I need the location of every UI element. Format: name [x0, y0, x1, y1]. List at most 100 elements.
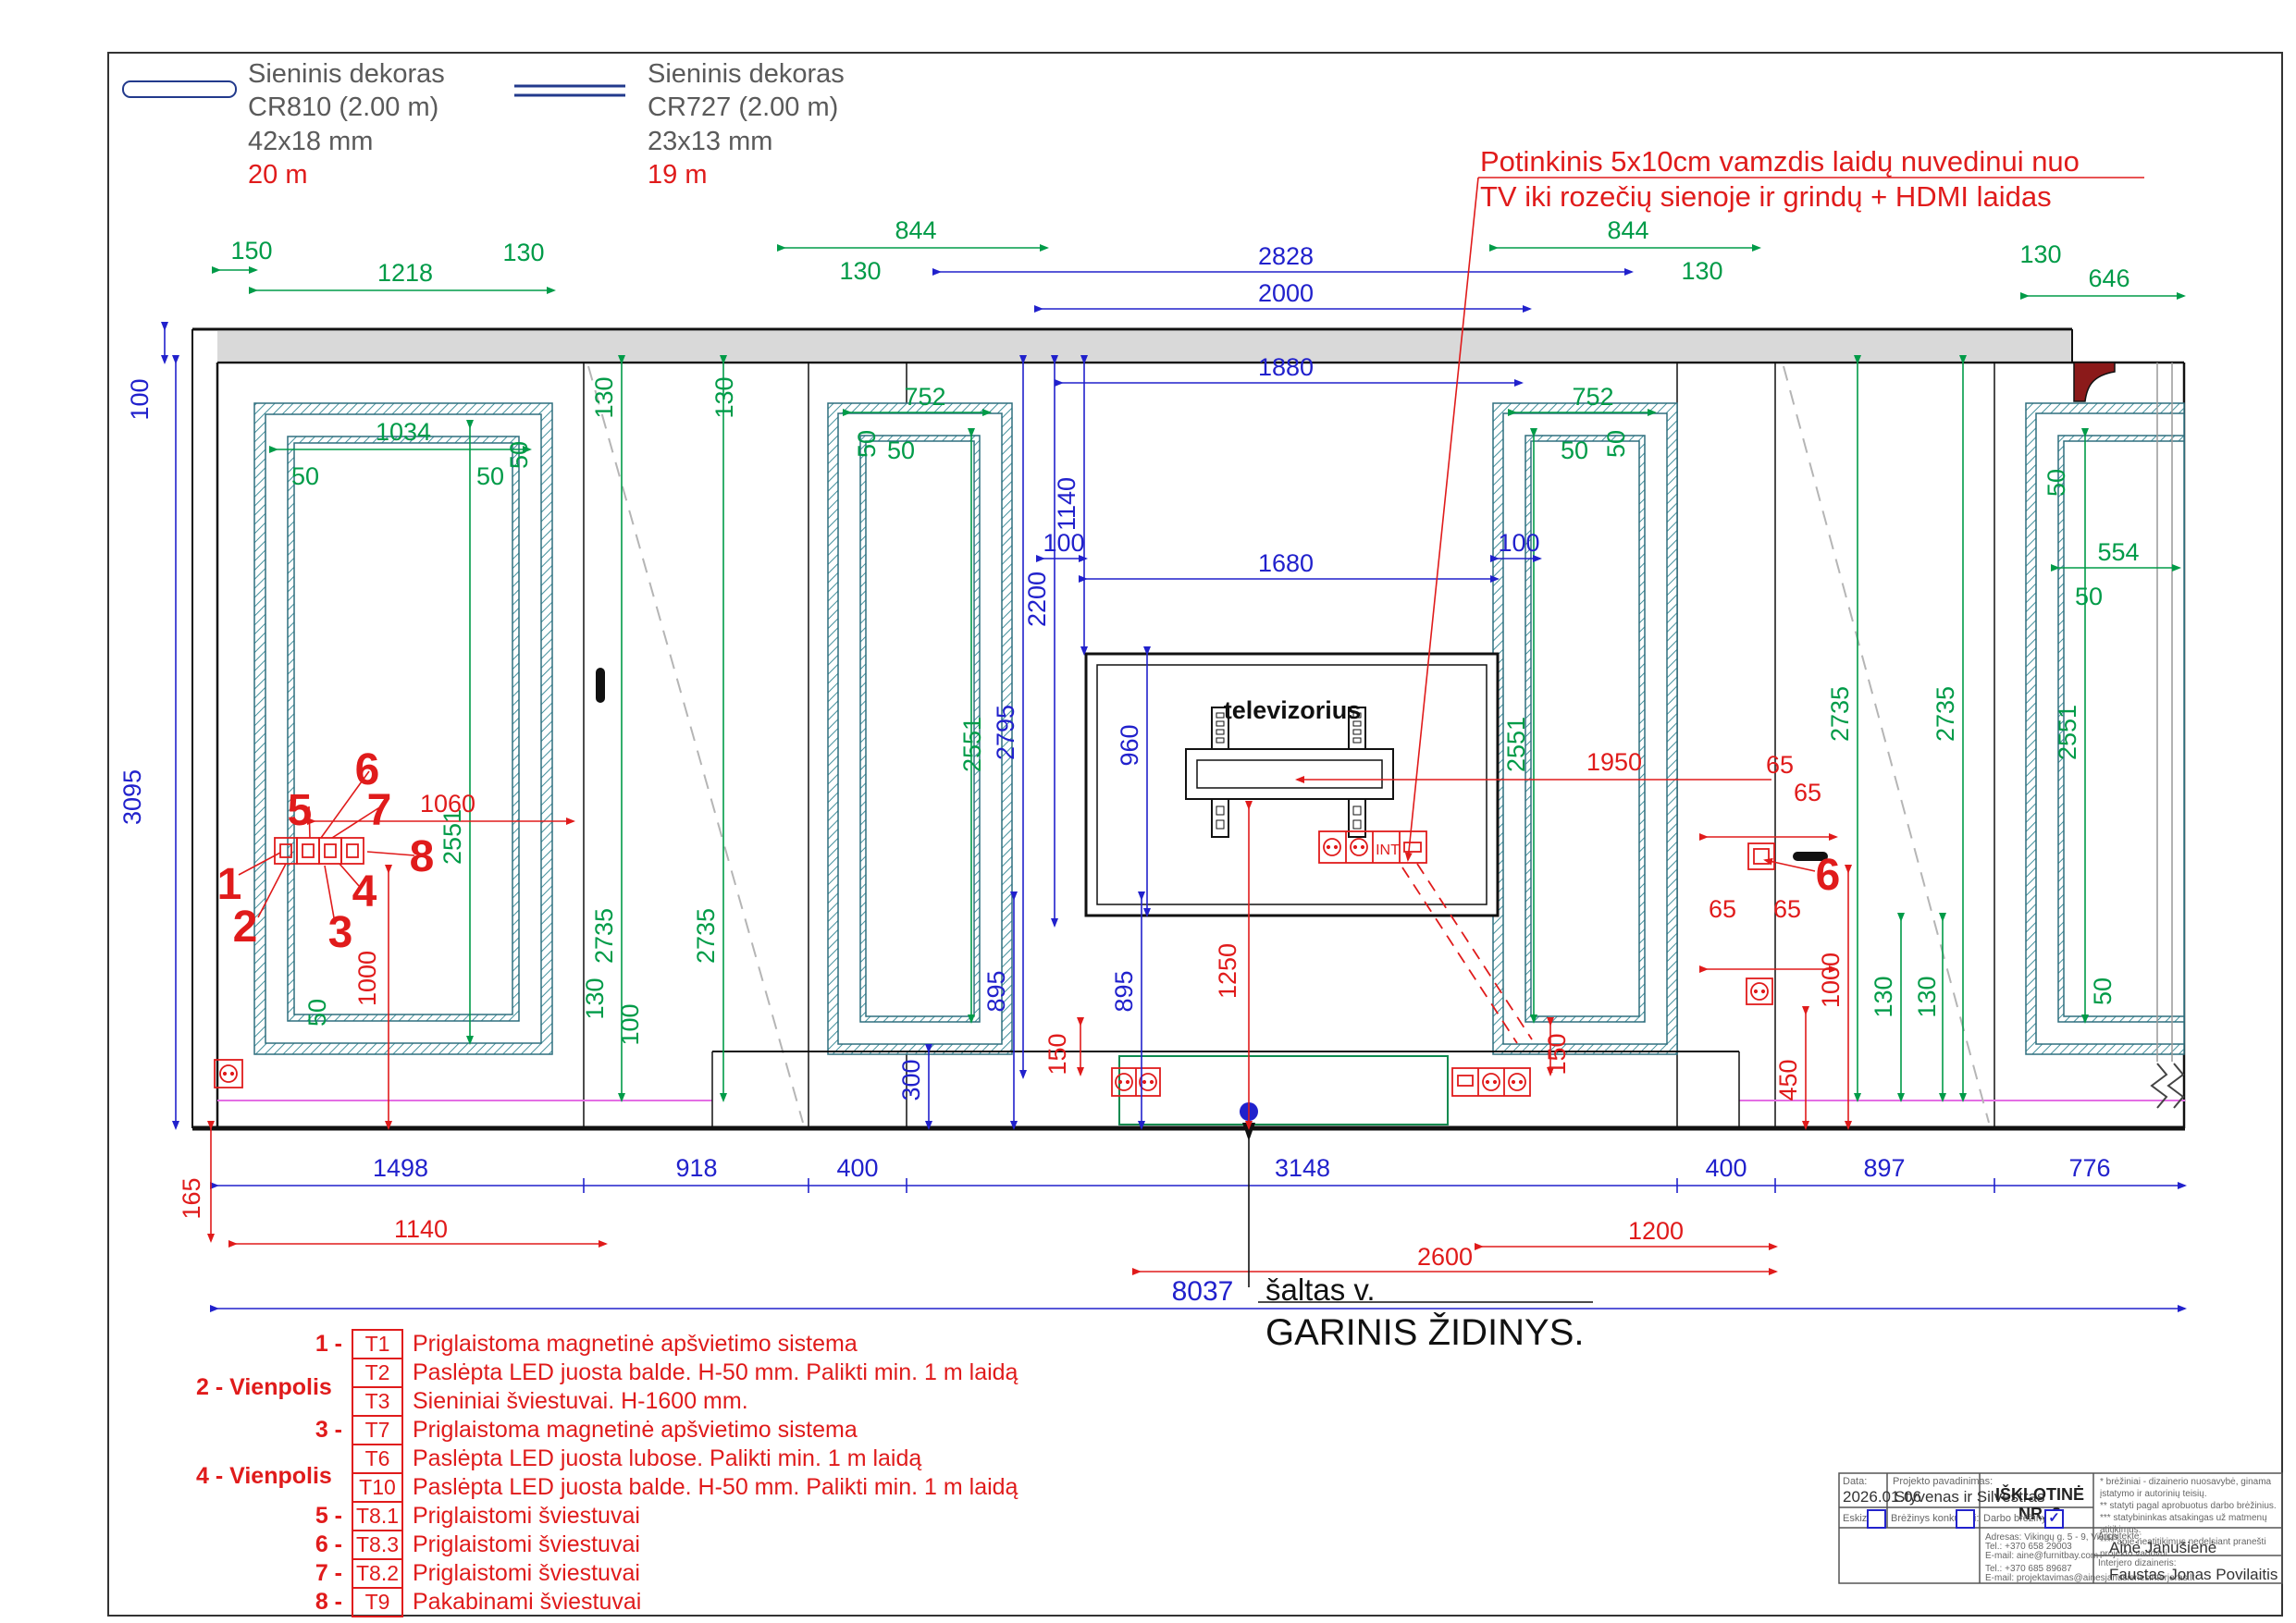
fixture-group-4: 4 - Vienpolis	[196, 1463, 332, 1489]
darbo-label: Darbo brėžinys:	[1983, 1513, 2055, 1524]
dim-line	[339, 863, 360, 887]
dim-label: 150	[1543, 1033, 1571, 1075]
dim-label: 4	[352, 867, 377, 916]
fixture-code: T3	[352, 1386, 403, 1417]
dim-label: 130	[1870, 976, 1897, 1017]
dim-label: 1950	[1586, 748, 1642, 776]
darbo-checkbox[interactable]: ✓	[2044, 1509, 2064, 1529]
annotation-line-2: TV iki rozečių sienoje ir grindų + HDMI …	[1480, 179, 2052, 213]
dim-label: 1200	[1628, 1217, 1684, 1245]
dim-label: 2795	[992, 705, 1019, 760]
dim-label: 2735	[1826, 686, 1854, 742]
sheet-border	[107, 52, 2283, 1617]
dim-line	[1404, 177, 1479, 862]
dim-label: 65	[1766, 751, 1794, 779]
material-legend-2: Sieninis dekoras CR727 (2.00 m) 23x13 mm…	[648, 57, 845, 191]
fireplace-label: GARINIS ŽIDINYS.	[1265, 1312, 1585, 1353]
material-size: 23x13 mm	[648, 126, 773, 156]
dim-label: 554	[2097, 538, 2139, 566]
designer-label: Interjero dizaineris:	[2098, 1558, 2177, 1568]
ceiling-band	[192, 327, 2184, 402]
dim-label: 1140	[394, 1215, 448, 1243]
dim-label: 1498	[373, 1154, 428, 1182]
dim-label: 2551	[958, 717, 986, 772]
dim-label: 165	[178, 1177, 205, 1219]
fixture-row: 6 - T8.3 Priglaistomi šviestuvai	[213, 1530, 1018, 1560]
fixture-number: 8 -	[315, 1588, 342, 1615]
dim-label: 2200	[1023, 572, 1051, 627]
dim-label: 50	[2075, 583, 2103, 610]
dim-label: 752	[904, 383, 945, 411]
dim-label: 8037	[1172, 1276, 1234, 1307]
title-note-line: įstatymo ir autorinių teisių.	[2100, 1489, 2207, 1499]
tv-mount-bracket	[1185, 707, 1394, 838]
dim-label: 65	[1773, 895, 1801, 923]
tv-bench	[711, 1051, 1740, 1128]
fixture-code: T1	[352, 1329, 403, 1359]
dim-label: 8	[410, 832, 435, 881]
fixture-code: T8.3	[352, 1530, 403, 1560]
dim-label: 50	[1602, 430, 1630, 458]
dimension-lines	[161, 177, 2187, 1312]
dim-label: 1034	[376, 418, 431, 446]
fixture-code: T6	[352, 1444, 403, 1474]
dim-label: INT	[1376, 842, 1400, 858]
dim-label: 150	[230, 237, 272, 264]
dim-label: 844	[895, 216, 936, 244]
dim-label: 2000	[1258, 279, 1314, 307]
fixture-description: Paslėpta LED juosta balde. H-50 mm. Pali…	[413, 1473, 1018, 1500]
dim-label: 130	[581, 977, 609, 1019]
date-value: 2026.01.06	[1843, 1488, 1922, 1506]
dim-label: 2551	[2054, 705, 2081, 760]
dim-label: 50	[887, 436, 915, 464]
title-notes: * brėžiniai - dizainerio nuosavybė, gina…	[2100, 1476, 2280, 1560]
bench-socket-right	[1451, 1067, 1531, 1097]
dim-label: 100	[126, 378, 154, 420]
dim-label: 2735	[692, 908, 720, 964]
fixture-code: T9	[352, 1587, 403, 1617]
fixture-code: T8.2	[352, 1558, 403, 1589]
right-door-handle-icon	[1793, 852, 1828, 861]
address: Adresas: Vikingų g. 5 - 9, Vilnius	[1985, 1532, 2118, 1543]
fixture-description: Priglaistomi šviestuvai	[413, 1531, 640, 1557]
fixture-number: 6 -	[315, 1531, 342, 1557]
dim-label: 3148	[1275, 1154, 1330, 1182]
project-name: Styvenas ir Silvestras	[1895, 1488, 2045, 1506]
dim-label: 50	[1561, 436, 1588, 464]
dim-label: 100	[616, 1003, 644, 1045]
tel-2: Tel.: +370 685 89687	[1985, 1564, 2072, 1574]
material-size: 42x18 mm	[248, 126, 374, 156]
dim-label: 50	[476, 462, 504, 490]
email-2: E-mail: projektavimas@ainesjanusienesint…	[1985, 1573, 2195, 1583]
email-1: E-mail: aine@furnitbay.com	[1985, 1551, 2099, 1561]
dim-label: 150	[1043, 1033, 1071, 1075]
eskizas-checkbox[interactable]	[1867, 1509, 1886, 1529]
designer-name: Faustas Jonas Povilaitis	[2109, 1566, 2278, 1583]
dim-label: 6	[355, 745, 380, 794]
title-note-line: *** statybininkas atsakingas už matmenų …	[2100, 1513, 2267, 1535]
dim-label: 100	[1498, 529, 1539, 557]
fixture-description: Priglaistoma magnetinė apšvietimo sistem…	[413, 1416, 858, 1443]
dim-label: 50	[303, 999, 331, 1027]
drawing-break	[2150, 363, 2185, 1109]
dim-label: 844	[1607, 216, 1648, 244]
dim-label: 2735	[590, 908, 618, 964]
cold-water-label: šaltas v.	[1265, 1273, 1376, 1307]
dim-label: 130	[1913, 976, 1941, 1017]
konkursui-checkbox[interactable]	[1956, 1509, 1975, 1529]
fixture-code: T2	[352, 1358, 403, 1388]
annotation-line-1: Potinkinis 5x10cm vamzdis laidų nuvedinu…	[1480, 145, 2080, 178]
project-label: Projekto pavadinimas:	[1893, 1476, 1994, 1487]
dim-label: 646	[2088, 264, 2129, 292]
material-legend-1: Sieninis dekoras CR810 (2.00 m) 42x18 mm…	[248, 57, 445, 191]
dim-label: 1880	[1258, 353, 1314, 381]
fixture-description: Priglaistoma magnetinė apšvietimo sistem…	[413, 1330, 858, 1357]
fixture-code: T8.1	[352, 1501, 403, 1531]
dim-line	[331, 805, 382, 839]
